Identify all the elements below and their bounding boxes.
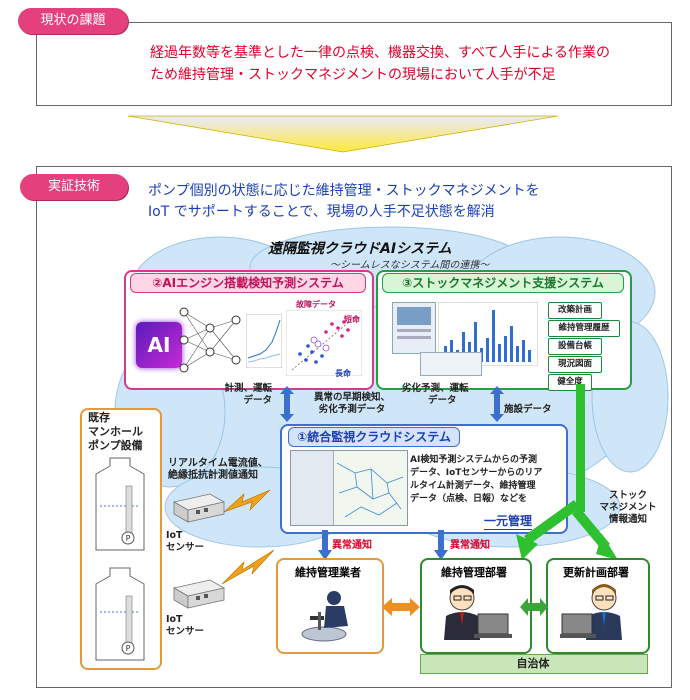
scatter-chart-icon (286, 310, 362, 376)
alert-arrow-1 (318, 530, 332, 560)
alert-label-2: 異常通知 (450, 540, 490, 551)
issue-box (36, 22, 672, 106)
svg-text:P: P (126, 644, 131, 653)
long-life-label: 長命 (335, 369, 351, 378)
tag-rebuild-plan: 改築計画 (548, 302, 602, 319)
iot-sensor-2-icon (172, 579, 226, 609)
ai-link-arrow (280, 386, 294, 422)
maintenance-worker-icon (301, 591, 348, 642)
alert-arrow-2 (434, 530, 448, 560)
iot-sensor-1-icon (172, 493, 226, 523)
issue-line-1: 経過年数等を基準とした一律の点検、機器交換、すべて人手による作業の (150, 45, 611, 61)
manhole-pump-1-icon: P (95, 457, 145, 551)
ai-chip-label: AI (147, 333, 171, 357)
alert-label-1: 異常通知 (332, 540, 372, 551)
trend-chart-icon (246, 314, 282, 368)
map-screenshot (290, 450, 408, 526)
stock-notice-label: ストック マネジメント 情報通知 (599, 490, 657, 525)
cloud-subtitle: ～シームレスなシステム間の連携～ (330, 260, 490, 271)
stock-system-title: ③ストックマネジメント支援システム (382, 273, 624, 293)
neural-network-icon (179, 307, 241, 373)
unified-management-label: 一元管理 (484, 514, 533, 530)
tag-equipment-ledger: 設備台帳 (548, 338, 602, 355)
realtime-notice-label: リアルタイム電流値、絶縁抵抗計測値通知 (168, 458, 268, 481)
integrated-title: ①統合監視クラウドシステム (288, 427, 460, 447)
municipality-label: 自治体 (516, 657, 550, 670)
office-worker-2-icon (560, 584, 622, 640)
stock-link-arrow (490, 386, 504, 422)
tech-label: 実証技術 (20, 174, 128, 200)
ai-system-title: ②AIエンジン搭載検知予測システム (130, 273, 366, 293)
deterioration-label: 劣化予測、運転データ (402, 383, 469, 406)
failure-data-label: 故障データ (296, 300, 336, 309)
cloud-title: 遠隔監視クラウドAIシステム (268, 241, 452, 257)
renewal-dept-label: 更新計画部署 (563, 566, 629, 579)
tag-current-drawings: 現況図面 (548, 356, 602, 373)
maintenance-dept-label: 維持管理部署 (441, 566, 507, 579)
stock-screenshot-bottom (420, 352, 482, 376)
contractor-label: 維持管理業者 (295, 566, 361, 579)
pump-title: 既存 マンホール ポンプ設備 (88, 411, 143, 452)
wireless-signal-2-icon (222, 549, 274, 585)
anomaly-label: 異常の早期検知、劣化予測データ (313, 392, 390, 415)
wireless-signal-1-icon (224, 489, 270, 513)
municipality-bar (420, 654, 648, 674)
measure-data-label: 計測、運転データ (224, 383, 272, 406)
tag-maintenance-history: 維持管理履歴 (548, 320, 620, 337)
integrated-description: AI検知予測システムからの予測 データ、IoTセンサーからのリア ルタイム計測デ… (410, 455, 543, 504)
dept-link-arrow (520, 598, 548, 616)
manhole-pump-2-icon: P (95, 567, 145, 661)
stock-notice-arrow (516, 384, 618, 560)
stock-screenshot-left (392, 302, 436, 354)
short-life-label: 短命 (344, 315, 360, 324)
tech-line-1: ポンプ個別の状態に応じた維持管理・ストックマネジメントを (148, 183, 540, 199)
ai-chip-icon: AI (136, 322, 182, 368)
office-worker-1-icon (444, 585, 512, 640)
contractor-link-arrow (382, 598, 420, 616)
issue-line-2: ため維持管理・ストックマネジメントの現場において人手が不足 (150, 67, 556, 83)
down-arrow-icon (128, 115, 558, 153)
issue-label: 現状の課題 (18, 8, 128, 34)
tech-line-2: IoT でサポートすることで、現場の人手不足状態を解消 (148, 204, 495, 220)
svg-text:P: P (126, 534, 131, 543)
facility-data-label: 施設データ (504, 404, 552, 415)
